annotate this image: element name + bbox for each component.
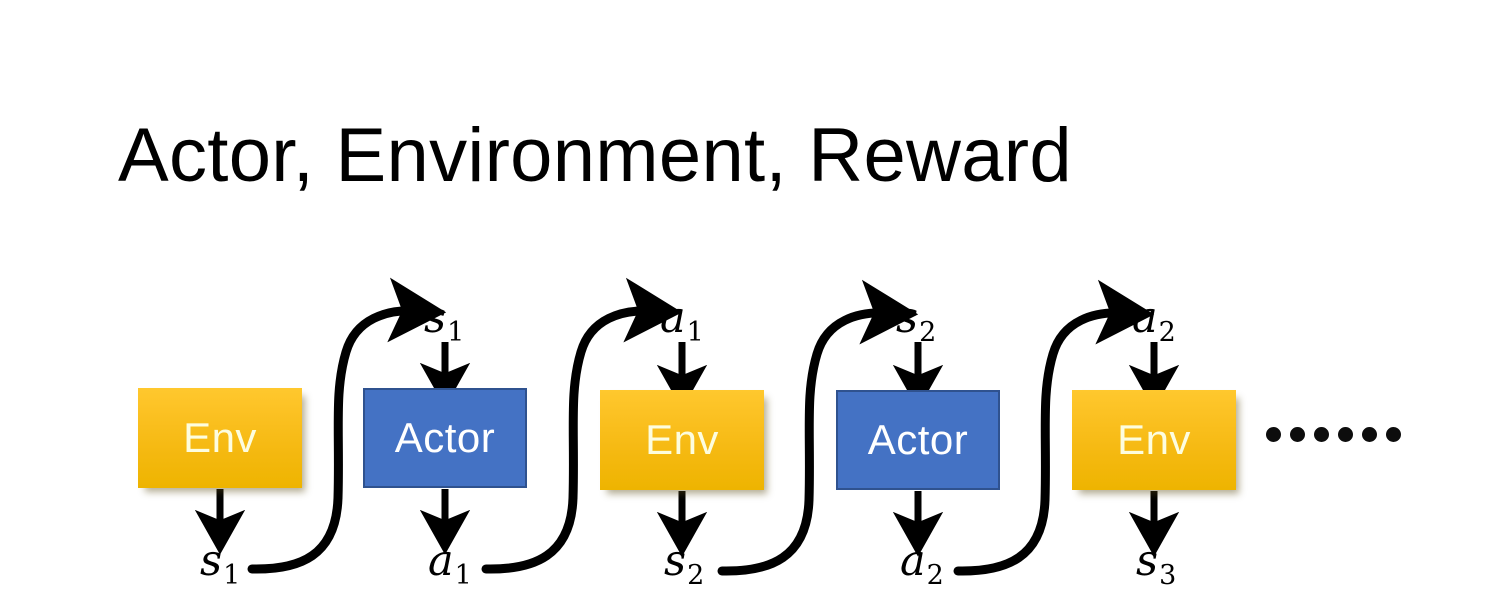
label-bottom-s1: s1 — [200, 540, 240, 589]
symbol: a — [900, 536, 926, 586]
label-top-a1: a1 — [660, 297, 704, 346]
symbol: a — [428, 536, 454, 586]
arrow-box-to-label-group — [194, 489, 1180, 557]
subscript: 2 — [1158, 316, 1176, 348]
symbol: a — [660, 293, 686, 343]
symbol: a — [1132, 293, 1158, 343]
ellipsis-dot — [1338, 427, 1353, 442]
subscript: 1 — [454, 559, 472, 591]
subscript: 1 — [686, 316, 704, 348]
node-label: Actor — [867, 416, 969, 463]
symbol: s — [664, 536, 687, 586]
node-env-3[interactable]: Env — [1072, 390, 1236, 490]
subscript: 2 — [919, 316, 937, 348]
label-bottom-a2: a2 — [900, 540, 944, 589]
node-actor-1[interactable]: Actor — [363, 388, 527, 488]
node-label: Env — [1117, 416, 1191, 463]
node-actor-2[interactable]: Actor — [836, 390, 1000, 490]
symbol: s — [424, 293, 447, 343]
subscript: 3 — [1159, 559, 1177, 591]
ellipsis-dot — [1266, 427, 1281, 442]
subscript: 2 — [926, 559, 944, 591]
arrow-label-to-box-group — [419, 342, 1180, 410]
ellipsis-dot — [1386, 427, 1401, 442]
node-label: Env — [645, 416, 719, 463]
ellipsis-continuation — [1266, 427, 1401, 442]
node-env-2[interactable]: Env — [600, 390, 764, 490]
label-bottom-s2: s2 — [664, 540, 704, 589]
node-label: Actor — [394, 414, 496, 461]
subscript: 1 — [447, 316, 465, 348]
subscript: 2 — [687, 559, 705, 591]
subscript: 1 — [223, 559, 241, 591]
label-top-s1: s1 — [424, 297, 464, 346]
node-env-1[interactable]: Env — [138, 388, 302, 488]
label-top-s2: s2 — [896, 297, 936, 346]
ellipsis-dot — [1290, 427, 1305, 442]
symbol: s — [896, 293, 919, 343]
ellipsis-group-2 — [1338, 427, 1401, 442]
ellipsis-group-1 — [1266, 427, 1329, 442]
page-title: Actor, Environment, Reward — [118, 113, 1072, 198]
symbol: s — [1136, 536, 1159, 586]
symbol: s — [200, 536, 223, 586]
label-bottom-s3: s3 — [1136, 540, 1176, 589]
ellipsis-dot — [1314, 427, 1329, 442]
label-top-a2: a2 — [1132, 297, 1176, 346]
node-label: Env — [183, 414, 257, 461]
ellipsis-dot — [1362, 427, 1377, 442]
label-bottom-a1: a1 — [428, 540, 472, 589]
